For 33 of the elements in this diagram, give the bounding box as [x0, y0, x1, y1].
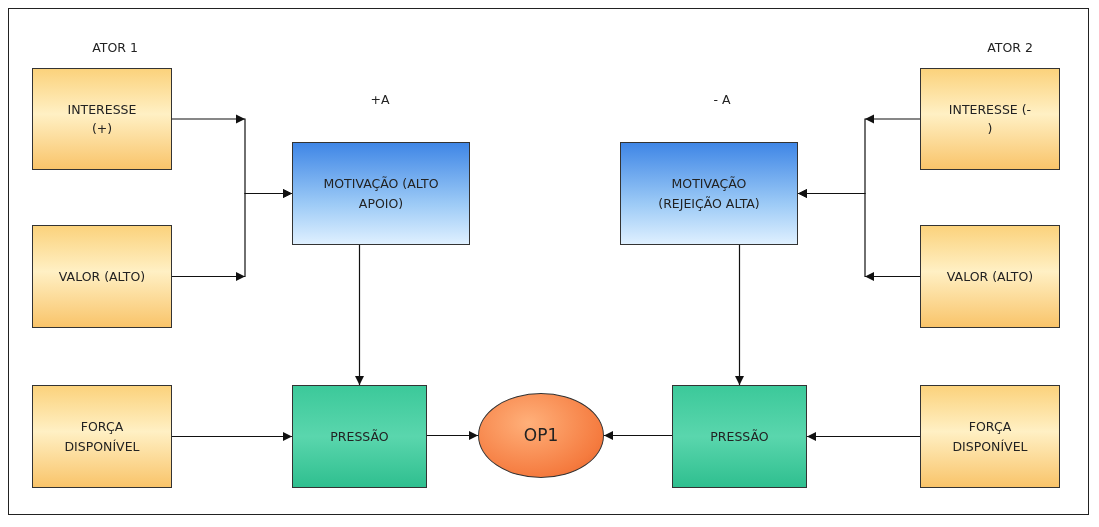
arrow: [806, 432, 921, 441]
node-label: FORÇA DISPONÍVEL: [63, 418, 141, 456]
factor-box: [32, 385, 172, 488]
node-label: INTERESSE (- ): [947, 100, 1033, 138]
node-label: MOTIVAÇÃO (REJEIÇÃO ALTA): [657, 175, 761, 213]
arrow: [171, 432, 293, 441]
actor-label: ATOR 2: [987, 40, 1033, 55]
factor-box: [920, 385, 1060, 488]
attitude-label: +A: [370, 92, 390, 107]
node-label: PRESSÃO: [330, 427, 389, 446]
motivation-box: [292, 142, 470, 245]
motivation-box: [620, 142, 798, 245]
node-label: VALOR (ALTO): [58, 267, 146, 286]
attitude-label: - A: [713, 92, 731, 107]
node-label: FORÇA DISPONÍVEL: [951, 418, 1029, 456]
arrow: [171, 189, 293, 281]
factor-box: [920, 68, 1060, 170]
node-label: VALOR (ALTO): [946, 267, 1034, 286]
actor-label: ATOR 1: [92, 40, 138, 55]
node-label: INTERESSE (+): [66, 100, 138, 138]
factor-box: [32, 68, 172, 170]
arrow: [355, 244, 364, 386]
node-label: PRESSÃO: [710, 427, 769, 446]
node-label: OP1: [523, 424, 559, 448]
arrow: [797, 189, 921, 281]
arrow: [735, 244, 744, 386]
factor-box: [920, 225, 1060, 328]
arrow: [603, 431, 673, 440]
node-label: MOTIVAÇÃO (ALTO APOIO): [322, 175, 440, 213]
factor-box: [32, 225, 172, 328]
arrow: [426, 431, 479, 440]
pressure-box: [292, 385, 427, 488]
pressure-box: [672, 385, 807, 488]
